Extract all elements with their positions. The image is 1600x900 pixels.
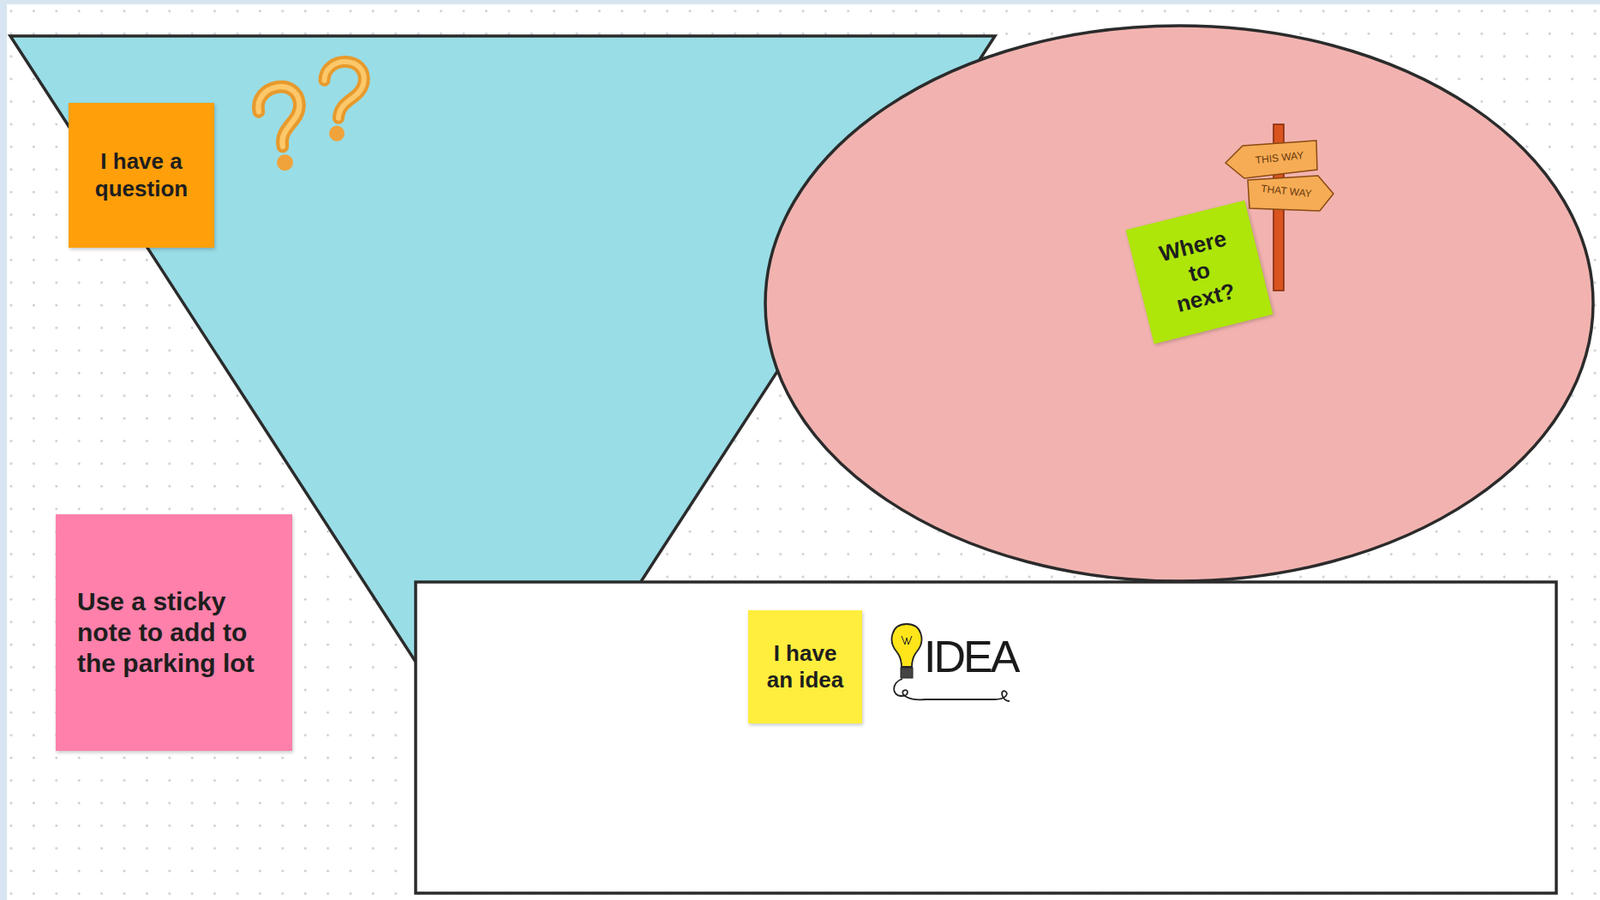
idea-rectangle (415, 581, 1557, 893)
question-mark-icon (317, 59, 366, 144)
next-ellipse (765, 25, 1594, 582)
question-sticky: I have a question (68, 102, 215, 248)
frame-edge (0, 0, 7, 900)
sticky-text: I have a question (78, 148, 204, 202)
sticky-text: Where to next? (1147, 222, 1252, 322)
sticky-text: I have an idea (761, 640, 849, 694)
idea-logo-text: IDEA (923, 634, 1019, 679)
question-mark-icon (255, 83, 309, 174)
parking-lot-sticky: Use a sticky note to add to the parking … (55, 514, 293, 751)
sticky-text: Use a sticky note to add to the parking … (77, 586, 284, 679)
next-sticky: Where to next? (1126, 200, 1274, 345)
frame-edge (0, 0, 1600, 5)
sign-text: THIS WAY (1242, 149, 1318, 168)
sign-text: THAT WAY (1251, 182, 1323, 201)
idea-sticky: I have an idea (748, 610, 863, 724)
